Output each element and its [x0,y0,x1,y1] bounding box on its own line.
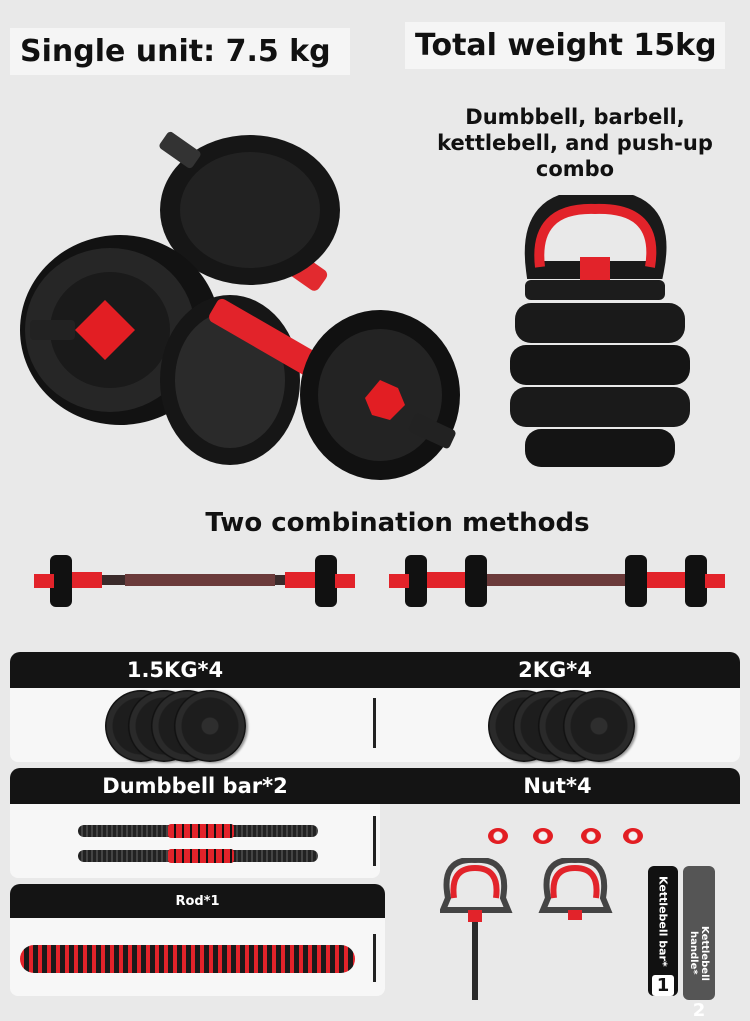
barbell-method-1 [34,555,355,607]
kettlebell-image [510,195,690,467]
dumbbell-bar-panel [10,804,380,878]
nut [581,828,601,844]
rod-label: Rod*1 [175,893,220,909]
kettlebell-handle-count: 2 [692,1000,706,1021]
plates-small-label: 1.5KG*4 [126,658,224,682]
kettlebell-bar-count: 1 [652,974,674,996]
plates-panel [10,688,740,762]
rod [20,945,355,973]
divider [373,698,376,748]
single-unit-label: Single unit: 7.5 kg [10,28,350,75]
plate-large [563,690,635,762]
kettlebell-bar-tag: Kettlebell bar* 1 [648,866,678,996]
nut [533,828,553,844]
nut [623,828,643,844]
plate-small [174,690,246,762]
bars-header-band: Dumbbell bar*2 Nut*4 [10,768,740,804]
plates-large-label: 2KG*4 [518,658,592,682]
bar-grip [168,824,234,838]
divider [373,934,376,982]
nut-label: Nut*4 [523,774,592,798]
rod-panel [10,918,385,996]
kettlebell-handle-tag: Kettlebell handle* 2 [683,866,715,1021]
rod-header-band: Rod*1 [10,884,385,918]
total-weight-label: Total weight 15kg [405,22,725,69]
plates-header-band: 1.5KG*4 2KG*4 [10,652,740,688]
barbell-method-2 [389,555,725,607]
dumbbell-bar-label: Dumbbell bar*2 [102,774,288,798]
nut [488,828,508,844]
kettlebell-handles-image [440,858,613,1000]
methods-title: Two combination methods [205,508,590,538]
bar-grip [168,849,234,863]
combo-description: Dumbbell, barbell, kettlebell, and push-… [437,105,713,181]
dumbbell-pair-image [20,131,460,480]
divider [373,816,376,866]
